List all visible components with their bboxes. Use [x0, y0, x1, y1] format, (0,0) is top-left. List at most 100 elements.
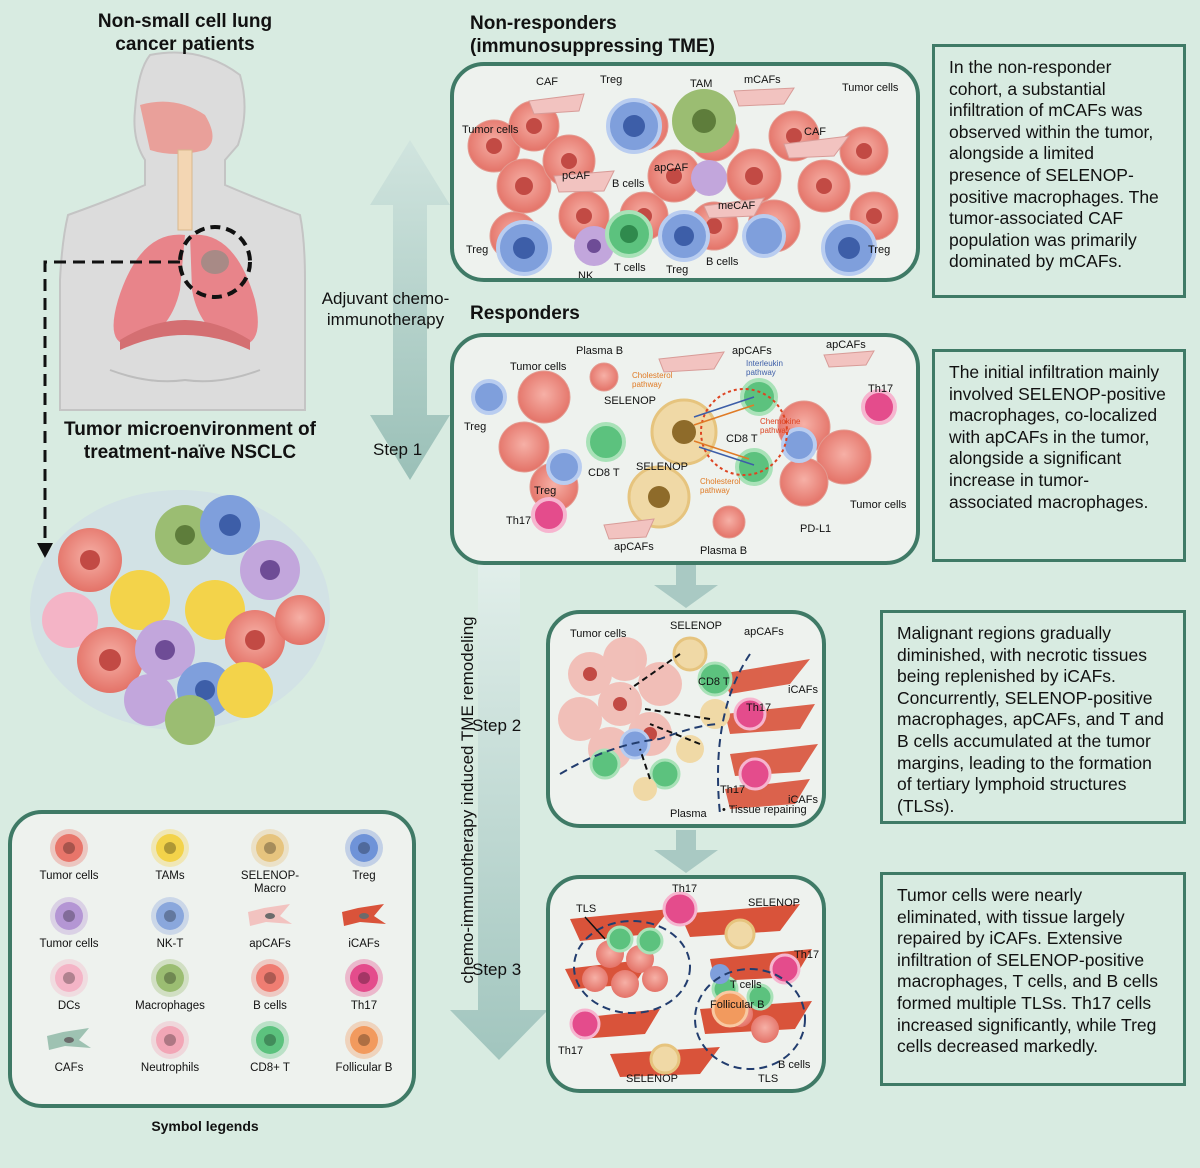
legend-title: Symbol legends: [151, 1118, 259, 1134]
macrophage-icon: [151, 959, 189, 997]
s2-th17-1: Th17: [746, 702, 772, 714]
neutrophil-icon: [151, 1021, 189, 1059]
patients-title: Non-small cell lung cancer patients: [97, 11, 273, 55]
nr-apcaf: apCAF: [654, 162, 689, 174]
legend-label: SELENOP-Macro: [240, 870, 300, 895]
legend-label: iCAFs: [348, 938, 380, 950]
tumor-cell-purple-icon: [50, 897, 88, 935]
r-cd8t-1: CD8 T: [726, 433, 758, 445]
step2-cells: [558, 636, 818, 815]
r-plasma-b2: Plasma B: [700, 545, 748, 557]
legend-label: CAFs: [54, 1062, 84, 1074]
follicular-b-icon: [345, 1021, 383, 1059]
r-cd8t-2: CD8 T: [588, 467, 620, 479]
r-plasma-b: Plasma B: [576, 345, 624, 357]
r-apcafs-b: apCAFs: [614, 541, 654, 553]
r-chemokine: Chemokine pathway: [760, 417, 801, 435]
connector-dashed: [43, 260, 180, 545]
non-responders-title: Non-responders (immunosuppressing TME): [470, 13, 715, 57]
nr-pcaf: pCAF: [562, 170, 591, 182]
s3-selenop-b: SELENOP: [626, 1073, 678, 1085]
responders-title: Responders: [470, 303, 580, 324]
nr-nk: NK: [578, 270, 594, 282]
s2-apcafs: apCAFs: [744, 626, 784, 638]
non-responders-description: In the non-responder cohort, a substanti…: [932, 44, 1186, 298]
nr-caf: CAF: [536, 76, 558, 88]
tumor-cluster-icon: [30, 490, 330, 745]
r-cholesterol2: Cholesterol pathway: [700, 477, 741, 495]
caf-icon: [47, 1028, 91, 1050]
step3-cells: [565, 891, 812, 1077]
nr-bcells-b: B cells: [706, 256, 739, 268]
nkt-icon: [151, 897, 189, 935]
responders-panel: Plasma B Tumor cells apCAFs apCAFs Chole…: [450, 333, 920, 565]
dc-icon: [50, 959, 88, 997]
s3-tls-b: TLS: [758, 1073, 779, 1085]
step2-label: Step 2: [472, 716, 522, 735]
r-tumor-tl: Tumor cells: [510, 361, 567, 373]
tam-icon: [151, 829, 189, 867]
tumor-cell-red-icon: [50, 829, 88, 867]
legend-icons: [47, 829, 386, 1059]
legend-label: NK-T: [156, 938, 184, 950]
r-interleukin: Interleukin pathway: [746, 359, 783, 377]
step2-panel: Tumor cells SELENOP apCAFs CD8 T iCAFs T…: [546, 610, 826, 828]
non-responders-panel: CAF Treg TAM mCAFs Tumor cells Tumor cel…: [450, 62, 920, 282]
nr-treg1: Treg: [600, 74, 623, 86]
apcaf-icon: [248, 904, 292, 926]
s3-tls-t: TLS: [576, 903, 597, 915]
r-apcafs-tr: apCAFs: [826, 339, 866, 351]
adjuvant-label: Adjuvant chemo-immunotherapy: [321, 289, 450, 329]
th17-icon: [345, 959, 383, 997]
step3-description: Tumor cells were nearly eliminated, with…: [880, 872, 1186, 1086]
nr-treg-r: Treg: [868, 244, 891, 256]
r-selenop2: SELENOP: [636, 461, 688, 473]
b-cell-icon: [251, 959, 289, 997]
s3-bcells: B cells: [778, 1059, 811, 1071]
double-arrow-icon: [370, 140, 450, 480]
nr-caf2: CAF: [804, 126, 826, 138]
r-th17-l: Th17: [506, 515, 532, 527]
nr-tcells: T cells: [614, 262, 646, 274]
s3-follicular: Follicular B: [710, 999, 765, 1011]
s2-plasma: Plasma: [670, 808, 707, 820]
remodeling-arrow-icon: [450, 565, 548, 1060]
nr-mecaf: meCAF: [718, 200, 756, 212]
step2-description: Malignant regions gradually diminished, …: [880, 610, 1186, 824]
nr-tumor-tr: Tumor cells: [842, 82, 899, 94]
s2-icafs1: iCAFs: [788, 684, 818, 696]
step3-panel: Th17 SELENOP TLS Th17 T cells Follicular…: [546, 875, 826, 1093]
r-treg-l: Treg: [464, 421, 487, 433]
s3-th17-t: Th17: [672, 883, 698, 895]
s2-cd8t: CD8 T: [698, 676, 730, 688]
r-apcafs-t: apCAFs: [732, 345, 772, 357]
nr-treg-l: Treg: [466, 244, 489, 256]
nr-mcafs: mCAFs: [744, 74, 781, 86]
r-pdl1: PD-L1: [800, 523, 832, 535]
s3-th17-r: Th17: [794, 949, 820, 961]
nr-bcells: B cells: [612, 178, 645, 190]
s2-icafs2: iCAFs: [788, 794, 818, 806]
remodeling-label: chemo-immunotherapy induced TME remodeli…: [458, 616, 477, 984]
cd8t-icon: [251, 1021, 289, 1059]
s3-tcells: T cells: [730, 979, 762, 991]
s2-repair: • Tissue repairing: [722, 804, 807, 816]
down-arrow-2-icon: [654, 830, 718, 873]
treg-icon: [345, 829, 383, 867]
r-cholesterol1: Cholesterol pathway: [632, 371, 673, 389]
nr-treg-b: Treg: [666, 264, 689, 276]
nr-tam: TAM: [690, 78, 713, 90]
tme-naive-title: Tumor microenvironment of treatment-naïv…: [64, 419, 316, 463]
legend-label: Follicular B: [335, 1062, 393, 1074]
legend-label: Th17: [350, 1000, 378, 1012]
selenop-macro-icon: [251, 829, 289, 867]
legend-label: B cells: [253, 1000, 287, 1012]
legend-label: Tumor cells: [39, 938, 99, 950]
r-treg-b: Treg: [534, 485, 557, 497]
step3-label: Step 3: [472, 960, 522, 979]
r-th17-r: Th17: [868, 383, 894, 395]
s3-selenop-t: SELENOP: [748, 897, 800, 909]
step1-description: The initial infiltration mainly involved…: [932, 349, 1186, 562]
